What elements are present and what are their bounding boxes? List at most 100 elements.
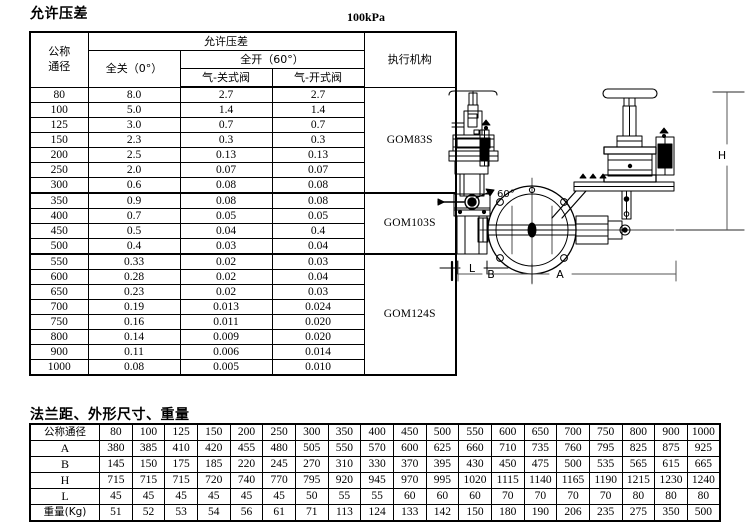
cell-air-to-close: 0.07 bbox=[179, 162, 273, 178]
cell-air-to-open: 2.7 bbox=[271, 86, 365, 103]
cell-nominal-diameter: 125 bbox=[29, 117, 89, 133]
cell-value: 45 bbox=[164, 488, 198, 505]
cell-value: 450 bbox=[490, 456, 525, 473]
cell-air-to-close: 0.013 bbox=[179, 299, 273, 315]
cell-fully-closed: 2.5 bbox=[87, 147, 181, 163]
cell-air-to-close: 1.4 bbox=[179, 102, 273, 118]
cell-value: 420 bbox=[196, 440, 231, 457]
cell-fully-closed: 0.9 bbox=[87, 192, 181, 209]
cell-value: 410 bbox=[164, 440, 198, 457]
cell-air-to-open: 0.08 bbox=[271, 177, 365, 194]
cell-air-to-close: 0.02 bbox=[179, 284, 273, 300]
cell-value: 50 bbox=[294, 488, 329, 505]
cell-value: 665 bbox=[686, 456, 721, 473]
cell-nominal-diameter: 900 bbox=[29, 344, 89, 360]
cell-value: 300 bbox=[294, 423, 329, 441]
cell-value: 430 bbox=[458, 456, 492, 473]
header-air-to-open: 气-开式阀 bbox=[271, 68, 365, 88]
cell-fully-closed: 0.14 bbox=[87, 329, 181, 345]
cell-value: 500 bbox=[425, 423, 460, 441]
cell-fully-closed: 0.5 bbox=[87, 223, 181, 239]
cell-nominal-diameter: 250 bbox=[29, 162, 89, 178]
cell-fully-closed: 0.33 bbox=[87, 253, 181, 270]
cell-air-to-open: 0.05 bbox=[271, 208, 365, 224]
pressure-table-head: 公称 通径 允许压差 执行机构 全关（0°） 全开（60°） 气-关式阀 气-开… bbox=[29, 31, 457, 88]
cell-value: 45 bbox=[131, 488, 166, 505]
cell-value: 1000 bbox=[686, 423, 721, 441]
cell-air-to-open: 0.08 bbox=[271, 192, 365, 209]
cell-value: 125 bbox=[164, 423, 198, 441]
cell-value: 150 bbox=[196, 423, 231, 441]
cell-value: 715 bbox=[131, 472, 166, 489]
cell-air-to-close: 0.006 bbox=[179, 344, 273, 360]
cell-value: 505 bbox=[294, 440, 329, 457]
cell-air-to-close: 0.13 bbox=[179, 147, 273, 163]
cell-value: 55 bbox=[327, 488, 362, 505]
cell-value: 875 bbox=[654, 440, 688, 457]
angle-label-60deg: 60° bbox=[497, 189, 515, 200]
header-nd-line2: 通径 bbox=[48, 59, 71, 73]
cell-fully-closed: 0.4 bbox=[87, 238, 181, 255]
header-nominal-diameter: 公称 通径 bbox=[29, 31, 89, 88]
cell-value: 825 bbox=[621, 440, 656, 457]
cell-nominal-diameter: 800 bbox=[29, 329, 89, 345]
dimension-label-h: H bbox=[718, 149, 726, 162]
cell-value: 385 bbox=[131, 440, 166, 457]
cell-value: 250 bbox=[262, 423, 296, 441]
cell-value: 1020 bbox=[458, 472, 492, 489]
cell-fully-closed: 2.3 bbox=[87, 132, 181, 148]
cell-nominal-diameter: 500 bbox=[29, 238, 89, 255]
cell-actuator-model: GOM124S bbox=[363, 253, 457, 376]
cell-nominal-diameter: 450 bbox=[29, 223, 89, 239]
cell-value: 925 bbox=[686, 440, 721, 457]
cell-air-to-open: 0.04 bbox=[271, 238, 365, 255]
cell-value: 565 bbox=[621, 456, 656, 473]
cell-air-to-open: 1.4 bbox=[271, 102, 365, 118]
cell-value: 54 bbox=[196, 504, 231, 522]
cell-value: 710 bbox=[490, 440, 525, 457]
cell-value: 70 bbox=[588, 488, 623, 505]
cell-nominal-diameter: 750 bbox=[29, 314, 89, 330]
cell-fully-closed: 0.11 bbox=[87, 344, 181, 360]
header-air-to-close: 气-关式阀 bbox=[179, 68, 273, 88]
cell-value: 60 bbox=[458, 488, 492, 505]
header-fully-open: 全开（60°） bbox=[179, 50, 365, 69]
cell-fully-closed: 8.0 bbox=[87, 86, 181, 103]
cell-value: 720 bbox=[196, 472, 231, 489]
cell-value: 80 bbox=[621, 488, 656, 505]
cell-actuator-model: GOM83S bbox=[363, 86, 457, 194]
cell-fully-closed: 5.0 bbox=[87, 102, 181, 118]
allowable-pressure-table: 公称 通径 允许压差 执行机构 全关（0°） 全开（60°） 气-关式阀 气-开… bbox=[29, 31, 457, 376]
cell-value: 970 bbox=[392, 472, 427, 489]
cell-value: 715 bbox=[99, 472, 133, 489]
cell-air-to-open: 0.07 bbox=[271, 162, 365, 178]
cell-value: 455 bbox=[229, 440, 264, 457]
cell-air-to-open: 0.4 bbox=[271, 223, 365, 239]
cell-air-to-close: 0.08 bbox=[179, 192, 273, 209]
cell-fully-closed: 0.28 bbox=[87, 269, 181, 285]
valve-side-view bbox=[437, 90, 509, 275]
row-header-2: B bbox=[29, 456, 100, 473]
cell-value: 740 bbox=[229, 472, 264, 489]
cell-air-to-close: 2.7 bbox=[179, 86, 273, 103]
cell-value: 760 bbox=[556, 440, 590, 457]
cell-value: 330 bbox=[360, 456, 394, 473]
cell-value: 45 bbox=[196, 488, 231, 505]
row-header-0: 公称通径 bbox=[29, 423, 100, 441]
cell-value: 945 bbox=[360, 472, 394, 489]
cell-value: 1240 bbox=[686, 472, 721, 489]
cell-value: 124 bbox=[360, 504, 394, 522]
cell-value: 350 bbox=[654, 504, 688, 522]
cell-value: 145 bbox=[99, 456, 133, 473]
